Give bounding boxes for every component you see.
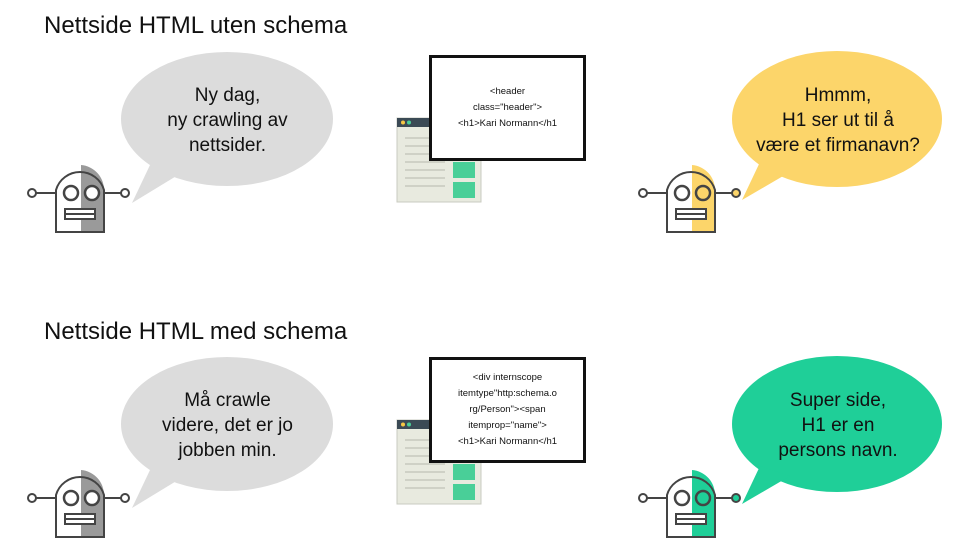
code-window-with-schema: <div internscope itemtype"http:schema.o … bbox=[429, 357, 586, 463]
section-title-with-schema: Nettside HTML med schema bbox=[44, 318, 348, 345]
code-window-without-schema: <header class="header"> <h1>Kari Normann… bbox=[429, 55, 586, 161]
robot-icon bbox=[27, 165, 130, 233]
robot-icon bbox=[27, 470, 130, 538]
robot-icon bbox=[638, 470, 741, 538]
robot-icon bbox=[638, 165, 741, 233]
section-title-without-schema: Nettside HTML uten schema bbox=[44, 12, 348, 39]
